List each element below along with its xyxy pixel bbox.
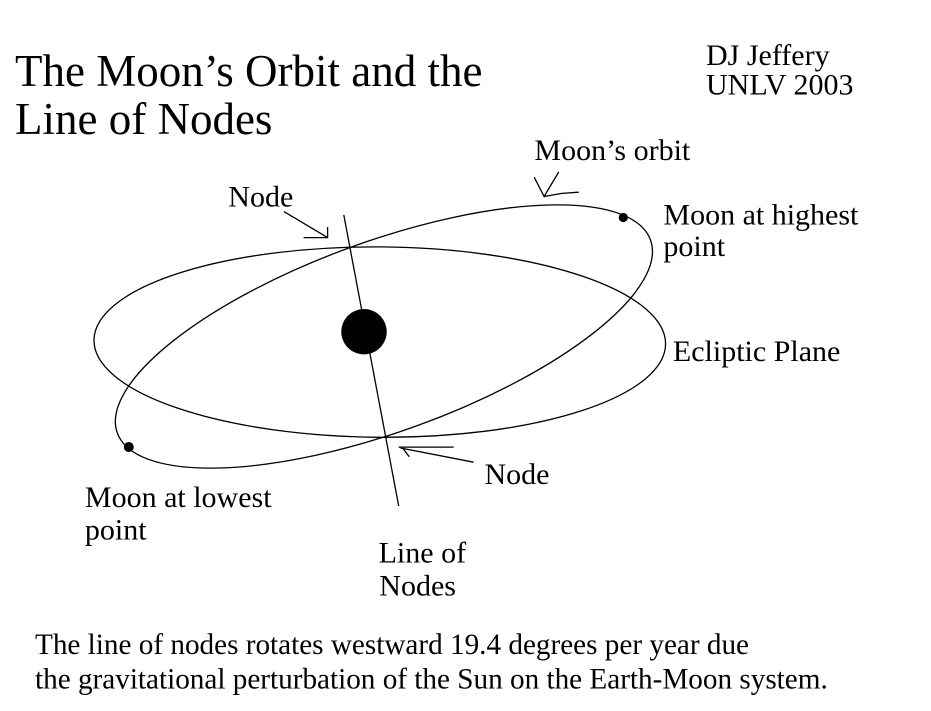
line-of-nodes — [343, 214, 400, 507]
moon-lowest-label-line2: point — [85, 514, 147, 547]
moon-lowest-label-line1: Moon at lowest — [85, 481, 272, 514]
line-of-nodes-label-line1: Line of — [379, 537, 466, 570]
moons-orbit-arrow — [533, 171, 579, 198]
line-of-nodes-label-line2: Nodes — [379, 570, 456, 603]
page-title-line1: The Moon’s Orbit and the — [15, 46, 482, 96]
moons-orbit-label: Moon’s orbit — [534, 134, 691, 167]
caption-line2: the gravitational perturbation of the Su… — [35, 664, 828, 696]
moon-lowest-dot — [123, 442, 134, 452]
credit-line2: UNLV 2003 — [706, 69, 854, 102]
moon-highest-label-line2: point — [663, 230, 725, 263]
moon-highest-label-line1: Moon at highest — [663, 199, 859, 232]
caption-line1: The line of nodes rotates westward 19.4 … — [35, 629, 749, 661]
moon-highest-dot — [618, 212, 628, 223]
credit-line1: DJ Jeffery — [706, 39, 830, 72]
node-bottom-arrow — [398, 446, 474, 463]
earth-disc — [341, 309, 387, 355]
page-title-line2: Line of Nodes — [15, 94, 272, 144]
ecliptic-plane-label: Ecliptic Plane — [673, 335, 840, 368]
node-bottom-label: Node — [485, 458, 550, 491]
node-top-label: Node — [228, 180, 293, 213]
node-top-arrow — [283, 211, 329, 239]
ecliptic-plane-ellipse — [93, 246, 667, 438]
moon-orbit-ellipse — [114, 204, 654, 469]
